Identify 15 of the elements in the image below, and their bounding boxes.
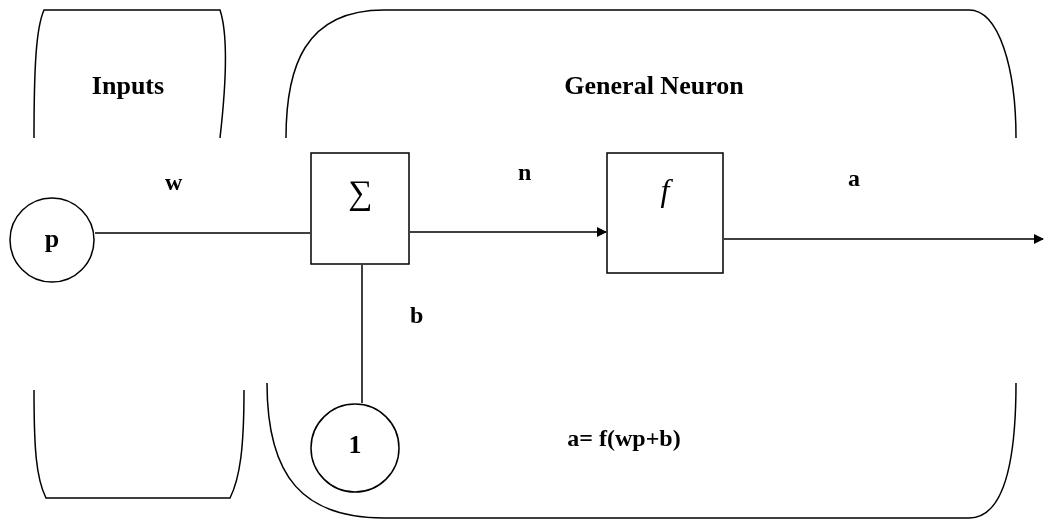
panel-heading: Inputs bbox=[90, 70, 166, 102]
edge-label: n bbox=[518, 160, 532, 184]
node-label: 1 bbox=[347, 429, 363, 461]
node-label: p bbox=[43, 223, 61, 255]
arrow bbox=[409, 227, 607, 237]
edge-label: a bbox=[848, 166, 860, 190]
connector-line bbox=[94, 232, 311, 234]
panel-heading: General Neuron bbox=[563, 70, 745, 102]
arrow bbox=[723, 234, 1044, 244]
sigma-symbol: ∑ bbox=[346, 173, 374, 213]
connector-line bbox=[361, 264, 363, 404]
function-symbol: f bbox=[606, 170, 724, 210]
edge-label: b bbox=[410, 303, 424, 327]
formula-text: a= f(wp+b) bbox=[566, 424, 682, 453]
edge-label: w bbox=[165, 170, 183, 194]
